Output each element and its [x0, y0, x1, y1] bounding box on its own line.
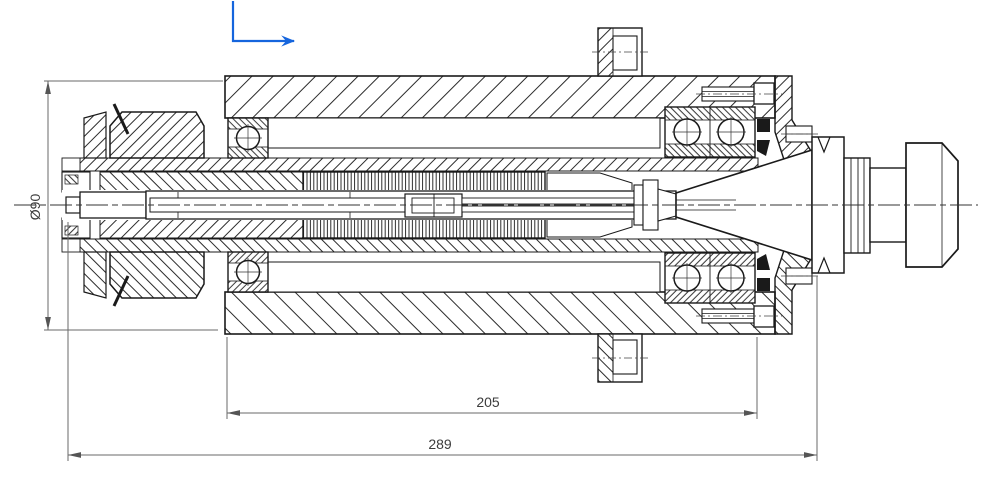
shaft-sleeve [79, 157, 759, 172]
bearing-retainer-bolt [696, 82, 782, 105]
motor-stator [302, 171, 546, 192]
rear-pulley [61, 103, 205, 193]
dimension-length-205 [226, 337, 758, 419]
dimension-length-289 [67, 222, 818, 461]
spindle-top-half [61, 27, 820, 193]
housing-cavity [267, 117, 661, 149]
flange-bolt [781, 125, 820, 143]
seal [757, 119, 770, 132]
dimension-diameter-90 [44, 80, 223, 331]
diameter-dimension-label: Ø90 [27, 194, 43, 221]
rotor-sleeve [99, 171, 304, 192]
housing-port-boss [592, 27, 650, 77]
inner-length-dimension-label: 205 [476, 394, 500, 410]
seal [757, 140, 770, 156]
spindle-bottom-half [60, 216, 822, 384]
dimension-annotations [44, 80, 818, 461]
datum-arrow-icon [231, 1, 296, 47]
rear-bearing [227, 117, 269, 159]
clamp-pin [112, 103, 130, 135]
drawbar-guide [546, 172, 633, 192]
front-bearing-pair [664, 106, 770, 158]
overall-length-dimension-label: 289 [428, 436, 452, 452]
